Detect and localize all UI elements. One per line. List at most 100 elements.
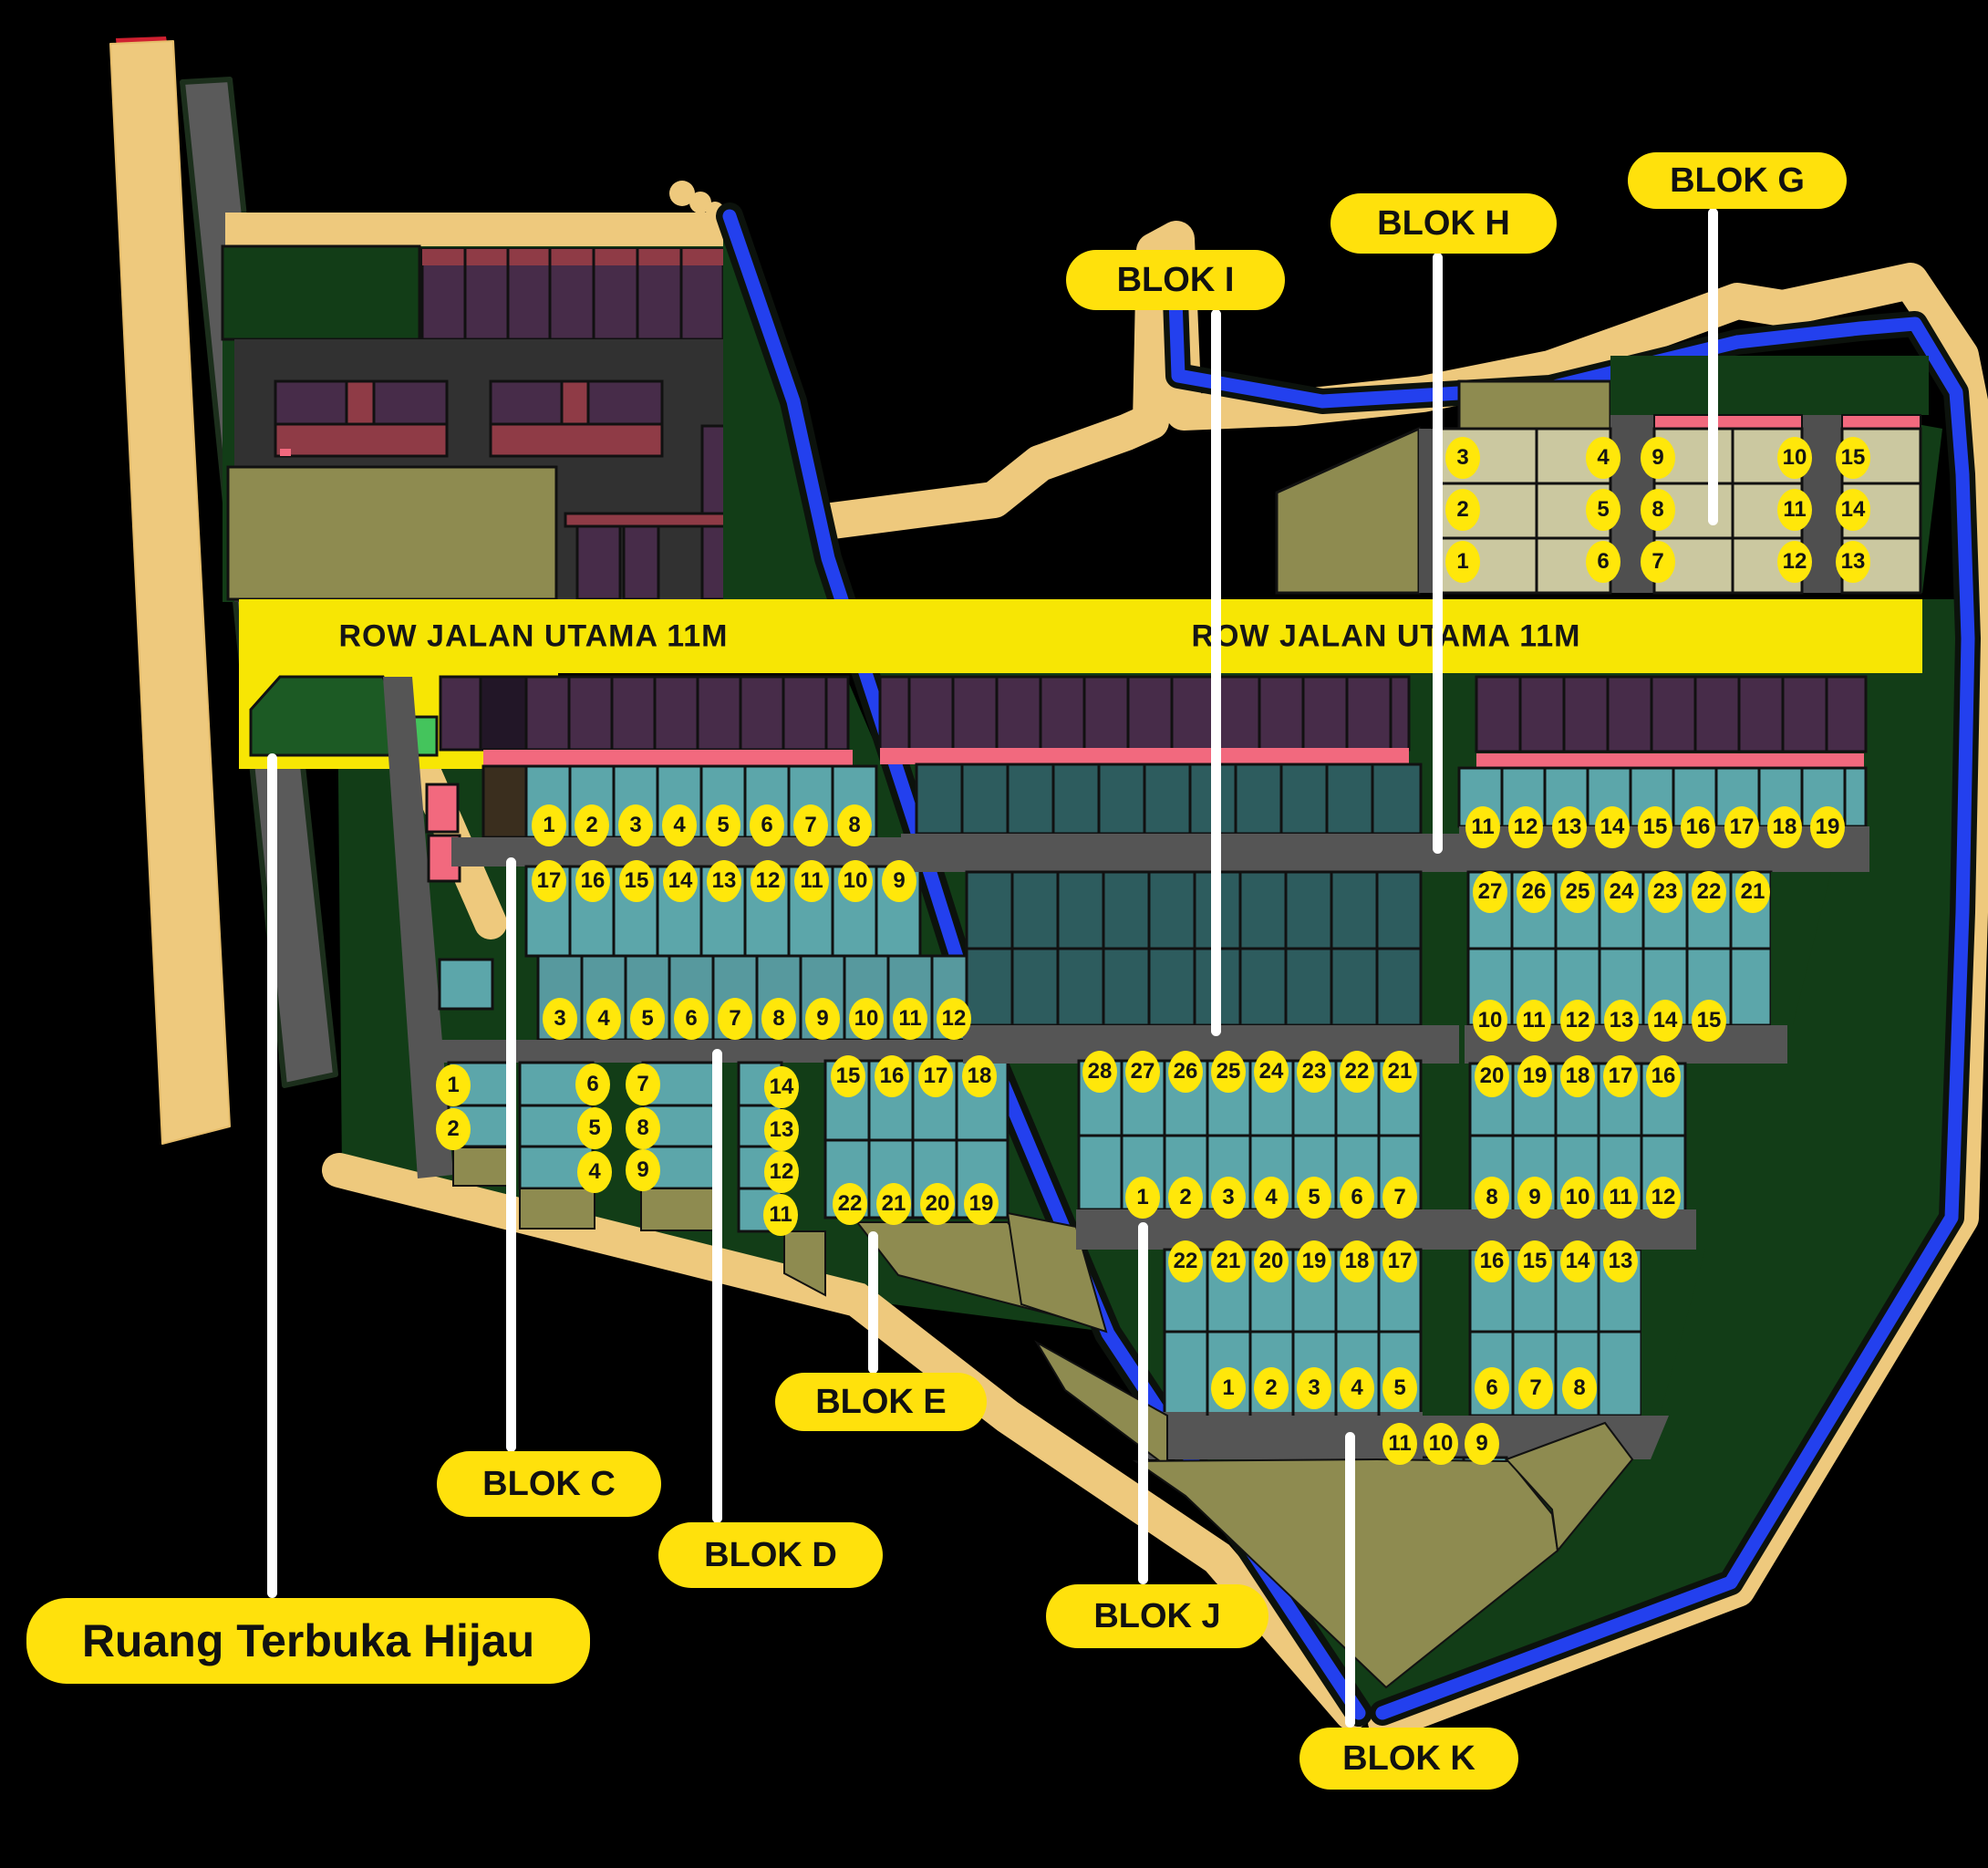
lot-marker-blok-d-10[interactable]: 10 bbox=[849, 998, 884, 1040]
lot-marker-blok-h-6[interactable]: 6 bbox=[1475, 1367, 1509, 1409]
lot-marker-blok-c-8[interactable]: 8 bbox=[837, 804, 872, 846]
lot-marker-blok-j-7[interactable]: 7 bbox=[1382, 1177, 1417, 1219]
lot-marker-blok-h-16[interactable]: 16 bbox=[1475, 1240, 1509, 1282]
lot-marker-blok-h-14[interactable]: 14 bbox=[1595, 806, 1630, 848]
lot-marker-blok-c-5[interactable]: 5 bbox=[706, 804, 740, 846]
lot-marker-blok-g-9[interactable]: 9 bbox=[1641, 437, 1675, 479]
lot-marker-blok-e-16[interactable]: 16 bbox=[875, 1055, 909, 1097]
lot-marker-blok-h-16[interactable]: 16 bbox=[1681, 806, 1715, 848]
lot-marker-blok-j-21[interactable]: 21 bbox=[1211, 1240, 1246, 1282]
lot-marker-blok-h-12[interactable]: 12 bbox=[1646, 1177, 1681, 1219]
lot-marker-blok-c-1[interactable]: 1 bbox=[532, 804, 566, 846]
lot-marker-blok-h-27[interactable]: 27 bbox=[1473, 871, 1507, 913]
lot-marker-blok-g-15[interactable]: 15 bbox=[1836, 437, 1870, 479]
lot-marker-blok-e-17[interactable]: 17 bbox=[918, 1055, 953, 1097]
lot-marker-blok-h-15[interactable]: 15 bbox=[1638, 806, 1672, 848]
lot-marker-blok-h-17[interactable]: 17 bbox=[1724, 806, 1759, 848]
lot-marker-blok-j-17[interactable]: 17 bbox=[1382, 1240, 1417, 1282]
lot-marker-blok-h-14[interactable]: 14 bbox=[1560, 1240, 1595, 1282]
lot-marker-blok-g-6[interactable]: 6 bbox=[1586, 541, 1620, 583]
block-label-blok-g[interactable]: BLOK G bbox=[1628, 152, 1847, 209]
lot-marker-blok-c-7[interactable]: 7 bbox=[626, 1064, 660, 1105]
lot-marker-blok-c-12[interactable]: 12 bbox=[751, 860, 785, 902]
lot-marker-blok-c-7[interactable]: 7 bbox=[793, 804, 828, 846]
lot-marker-blok-j-25[interactable]: 25 bbox=[1211, 1051, 1246, 1093]
lot-marker-blok-k-10[interactable]: 10 bbox=[1424, 1423, 1458, 1465]
lot-marker-blok-h-8[interactable]: 8 bbox=[1475, 1177, 1509, 1219]
lot-marker-blok-h-18[interactable]: 18 bbox=[1767, 806, 1802, 848]
lot-marker-blok-e-21[interactable]: 21 bbox=[876, 1183, 911, 1225]
lot-marker-blok-d-12[interactable]: 12 bbox=[937, 998, 971, 1040]
lot-marker-blok-h-11[interactable]: 11 bbox=[1603, 1177, 1638, 1219]
lot-marker-blok-j-24[interactable]: 24 bbox=[1254, 1051, 1289, 1093]
block-label-blok-d[interactable]: BLOK D bbox=[658, 1522, 883, 1588]
lot-marker-blok-g-12[interactable]: 12 bbox=[1777, 541, 1812, 583]
lot-marker-blok-j-22[interactable]: 22 bbox=[1168, 1240, 1203, 1282]
lot-marker-blok-h-14[interactable]: 14 bbox=[1648, 1000, 1683, 1042]
lot-marker-blok-h-7[interactable]: 7 bbox=[1518, 1367, 1553, 1409]
lot-marker-blok-c-2[interactable]: 2 bbox=[436, 1108, 471, 1150]
lot-marker-blok-c-3[interactable]: 3 bbox=[618, 804, 653, 846]
lot-marker-blok-j-3[interactable]: 3 bbox=[1297, 1367, 1331, 1409]
lot-marker-blok-d-11[interactable]: 11 bbox=[893, 998, 927, 1040]
block-label-blok-i[interactable]: BLOK I bbox=[1066, 250, 1285, 310]
lot-marker-blok-g-10[interactable]: 10 bbox=[1777, 437, 1812, 479]
lot-marker-blok-c-8[interactable]: 8 bbox=[626, 1107, 660, 1149]
lot-marker-blok-h-8[interactable]: 8 bbox=[1562, 1367, 1597, 1409]
lot-marker-blok-h-22[interactable]: 22 bbox=[1692, 871, 1726, 913]
lot-marker-blok-g-11[interactable]: 11 bbox=[1777, 489, 1812, 531]
lot-marker-blok-h-13[interactable]: 13 bbox=[1552, 806, 1587, 848]
block-label-blok-j[interactable]: BLOK J bbox=[1046, 1584, 1268, 1648]
lot-marker-blok-h-10[interactable]: 10 bbox=[1560, 1177, 1595, 1219]
lot-marker-blok-j-22[interactable]: 22 bbox=[1340, 1051, 1374, 1093]
lot-marker-blok-k-9[interactable]: 9 bbox=[1465, 1423, 1499, 1465]
lot-marker-blok-d-7[interactable]: 7 bbox=[718, 998, 752, 1040]
lot-marker-blok-g-5[interactable]: 5 bbox=[1586, 489, 1620, 531]
block-label-blok-e[interactable]: BLOK E bbox=[775, 1373, 987, 1431]
lot-marker-blok-h-17[interactable]: 17 bbox=[1603, 1055, 1638, 1097]
lot-marker-blok-h-16[interactable]: 16 bbox=[1646, 1055, 1681, 1097]
block-label-blok-h[interactable]: BLOK H bbox=[1331, 193, 1557, 254]
lot-marker-blok-j-4[interactable]: 4 bbox=[1254, 1177, 1289, 1219]
lot-marker-blok-h-18[interactable]: 18 bbox=[1560, 1055, 1595, 1097]
lot-marker-blok-h-26[interactable]: 26 bbox=[1517, 871, 1551, 913]
lot-marker-blok-h-25[interactable]: 25 bbox=[1560, 871, 1595, 913]
lot-marker-blok-j-28[interactable]: 28 bbox=[1082, 1051, 1117, 1093]
lot-marker-blok-g-4[interactable]: 4 bbox=[1586, 437, 1620, 479]
lot-marker-blok-c-10[interactable]: 10 bbox=[838, 860, 873, 902]
lot-marker-blok-c-16[interactable]: 16 bbox=[575, 860, 610, 902]
lot-marker-blok-j-5[interactable]: 5 bbox=[1297, 1177, 1331, 1219]
lot-marker-blok-g-1[interactable]: 1 bbox=[1445, 541, 1480, 583]
lot-marker-blok-h-11[interactable]: 11 bbox=[1517, 1000, 1551, 1042]
lot-marker-blok-j-1[interactable]: 1 bbox=[1211, 1367, 1246, 1409]
lot-marker-blok-h-15[interactable]: 15 bbox=[1517, 1240, 1552, 1282]
lot-marker-blok-h-24[interactable]: 24 bbox=[1604, 871, 1639, 913]
lot-marker-blok-k-11[interactable]: 11 bbox=[1382, 1423, 1417, 1465]
lot-marker-blok-h-15[interactable]: 15 bbox=[1692, 1000, 1726, 1042]
lot-marker-blok-h-13[interactable]: 13 bbox=[1603, 1240, 1638, 1282]
block-label-ruang-terbuka-hijau[interactable]: Ruang Terbuka Hijau bbox=[26, 1598, 590, 1684]
lot-marker-blok-c-14[interactable]: 14 bbox=[663, 860, 698, 902]
lot-marker-blok-j-3[interactable]: 3 bbox=[1211, 1177, 1246, 1219]
lot-marker-blok-d-9[interactable]: 9 bbox=[805, 998, 840, 1040]
lot-marker-blok-g-8[interactable]: 8 bbox=[1641, 489, 1675, 531]
lot-marker-blok-g-2[interactable]: 2 bbox=[1445, 489, 1480, 531]
lot-marker-blok-e-22[interactable]: 22 bbox=[833, 1183, 867, 1225]
lot-marker-blok-h-21[interactable]: 21 bbox=[1735, 871, 1770, 913]
lot-marker-blok-c-11[interactable]: 11 bbox=[794, 860, 829, 902]
block-label-blok-c[interactable]: BLOK C bbox=[437, 1451, 661, 1517]
lot-marker-blok-j-1[interactable]: 1 bbox=[1125, 1177, 1160, 1219]
lot-marker-blok-h-20[interactable]: 20 bbox=[1475, 1055, 1509, 1097]
lot-marker-blok-g-13[interactable]: 13 bbox=[1836, 541, 1870, 583]
lot-marker-blok-j-20[interactable]: 20 bbox=[1254, 1240, 1289, 1282]
lot-marker-blok-h-12[interactable]: 12 bbox=[1560, 1000, 1595, 1042]
lot-marker-blok-e-15[interactable]: 15 bbox=[831, 1055, 865, 1097]
lot-marker-blok-j-19[interactable]: 19 bbox=[1297, 1240, 1331, 1282]
lot-marker-blok-e-20[interactable]: 20 bbox=[920, 1183, 955, 1225]
lot-marker-blok-g-14[interactable]: 14 bbox=[1836, 489, 1870, 531]
lot-marker-blok-e-19[interactable]: 19 bbox=[964, 1183, 999, 1225]
lot-marker-blok-c-13[interactable]: 13 bbox=[707, 860, 741, 902]
lot-marker-blok-j-18[interactable]: 18 bbox=[1340, 1240, 1374, 1282]
lot-marker-blok-d-13[interactable]: 13 bbox=[764, 1109, 799, 1151]
lot-marker-blok-c-1[interactable]: 1 bbox=[436, 1064, 471, 1106]
